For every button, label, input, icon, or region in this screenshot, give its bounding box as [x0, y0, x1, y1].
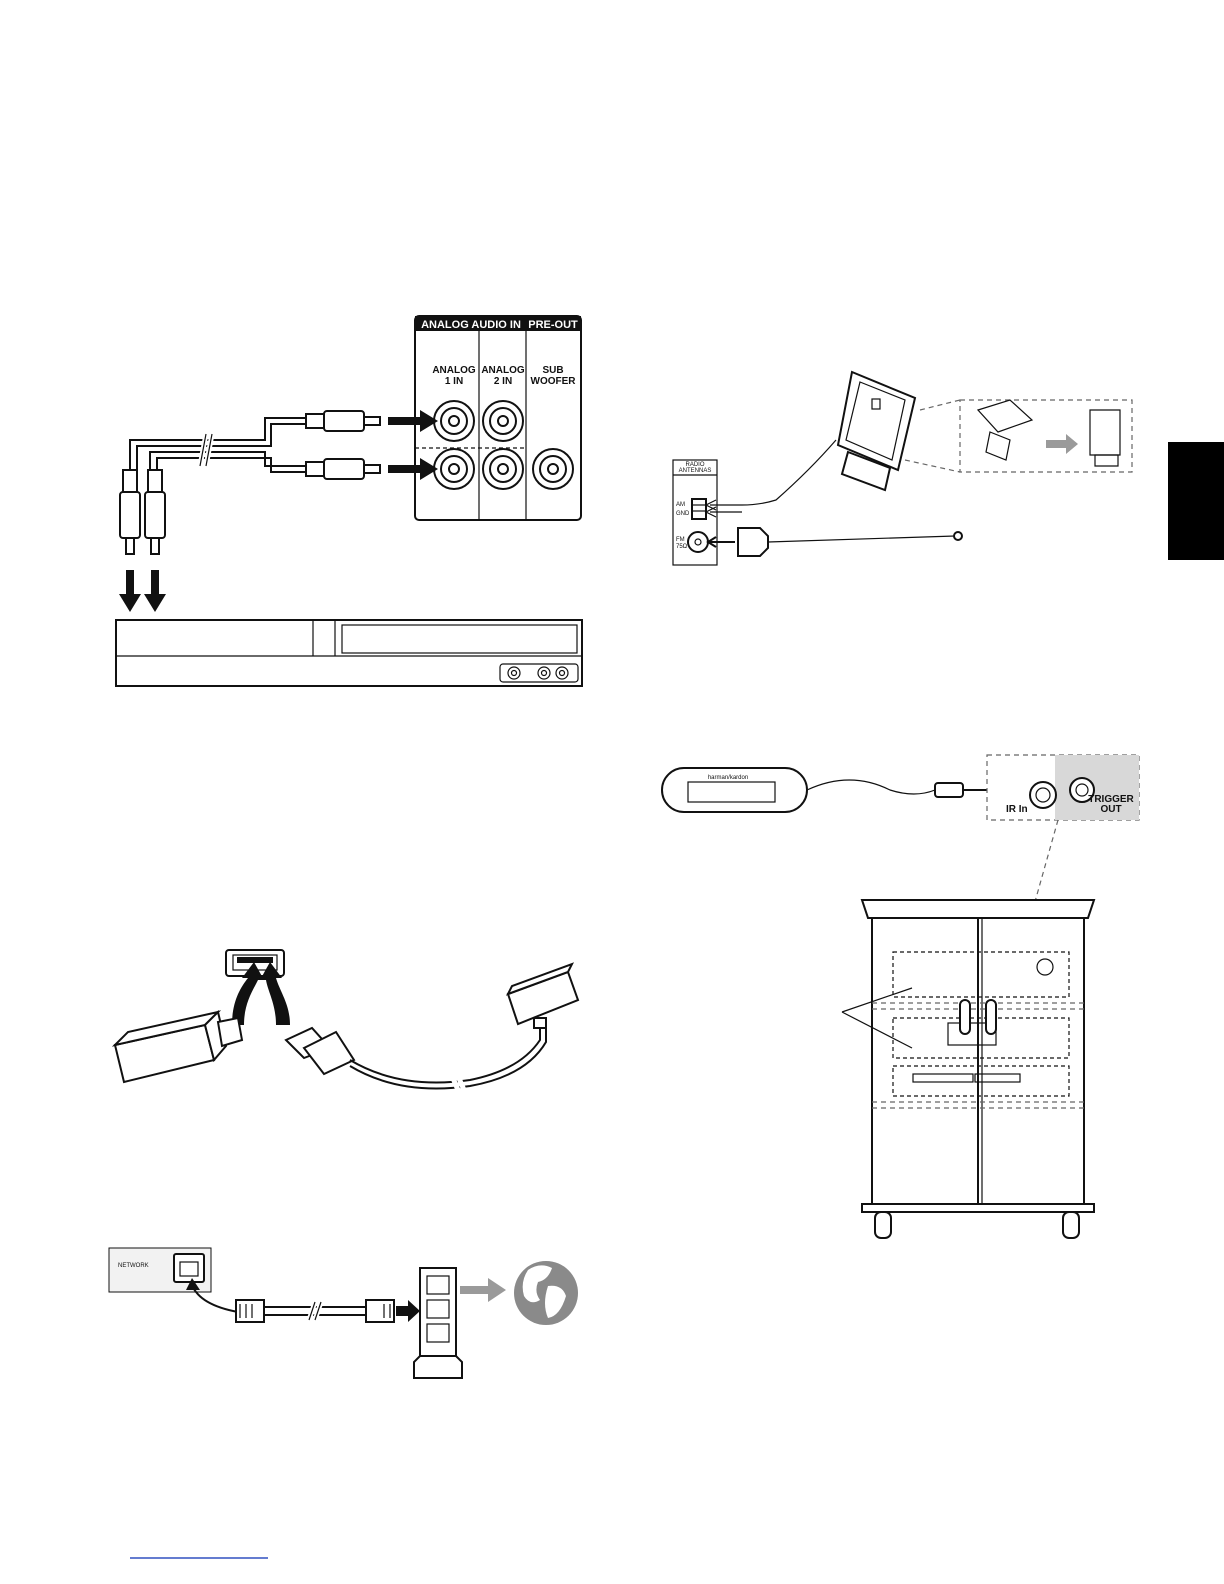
fm-antenna-connector [708, 528, 962, 556]
ir-plug [935, 783, 963, 797]
side-tab [1168, 442, 1224, 560]
rca-plug-down-left [120, 470, 140, 554]
ethernet-plug-right [366, 1300, 394, 1322]
network-label: NETWORK [118, 1263, 149, 1269]
preout-section-label: PRE-OUT [528, 319, 578, 331]
antenna-header-line2: ANTENNAS [679, 468, 712, 474]
ethernet-plug-left [236, 1300, 264, 1322]
rca-plug-bottom [306, 459, 380, 479]
usb-flash-drive [115, 1012, 242, 1082]
sub-label-line2: WOOFER [531, 376, 577, 387]
ir-diagram: harman/kardon IR In TRIGGER OUT [662, 755, 1139, 1238]
antenna-diagram: RADIO ANTENNAS AM GND FM 75Ω [673, 372, 1132, 565]
rca-jack-analog2-right[interactable] [483, 449, 523, 489]
usb-cable-plug [286, 1020, 546, 1090]
ethernet-port[interactable] [174, 1254, 204, 1282]
analog-audio-diagram: ANALOG AUDIO IN PRE-OUT ANALOG 1 IN ANAL… [116, 316, 582, 686]
ir-receiver-brand: harman/kardon [708, 775, 748, 781]
am-wire-arrow [706, 500, 742, 510]
down-arrow-right [144, 570, 166, 612]
rca-plug-top [306, 411, 380, 431]
rca-jack-subwoofer[interactable] [533, 449, 573, 489]
usb-diagram [115, 950, 578, 1090]
rca-jack-analog2-left[interactable] [483, 401, 523, 441]
globe-icon [514, 1261, 578, 1325]
network-router [414, 1268, 462, 1378]
gnd-label: GND [676, 511, 690, 517]
rca-jack-analog1-right[interactable] [434, 449, 474, 489]
analog2-label-line1: ANALOG [481, 365, 525, 376]
fm-label-line1: FM [676, 537, 685, 543]
antenna-assembly-detail [905, 400, 1132, 472]
dock-connector [508, 964, 578, 1028]
am-label: AM [676, 502, 685, 508]
down-arrow-left [119, 570, 141, 612]
am-terminal[interactable] [692, 499, 706, 519]
analog1-label-line1: ANALOG [432, 365, 476, 376]
analog2-label-line2: 2 IN [494, 376, 512, 387]
rca-plug-down-right [145, 470, 165, 554]
trigger-out-line2: OUT [1100, 804, 1121, 815]
network-diagram: NETWORK [109, 1248, 578, 1378]
ir-panel-detail: IR In TRIGGER OUT [987, 755, 1139, 820]
analog-section-label: ANALOG AUDIO IN [421, 319, 521, 331]
equipment-cabinet [862, 900, 1094, 1238]
source-device [116, 620, 582, 686]
rca-jack-analog1-left[interactable] [434, 401, 474, 441]
fm-terminal[interactable] [688, 532, 708, 552]
sub-label-line1: SUB [542, 365, 563, 376]
internet-arrow [460, 1278, 506, 1302]
analog1-label-line2: 1 IN [445, 376, 463, 387]
am-loop-antenna [838, 372, 915, 490]
ir-receiver: harman/kardon [662, 768, 807, 812]
ir-in-label: IR In [1006, 804, 1028, 815]
fm-label-line2: 75Ω [676, 544, 688, 550]
ir-in-jack[interactable] [1030, 782, 1056, 808]
